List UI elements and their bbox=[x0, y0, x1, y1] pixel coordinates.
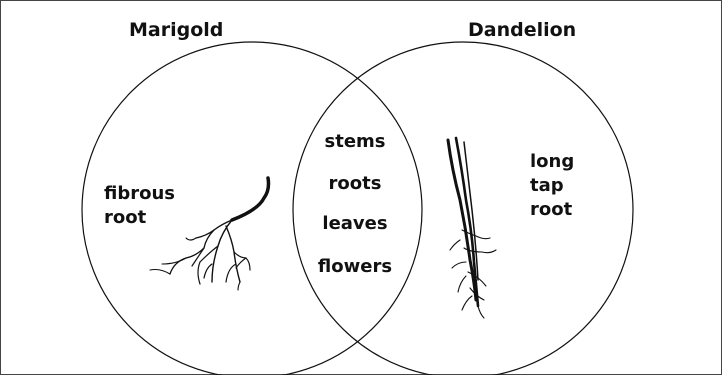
marigold-unique-line: root bbox=[104, 206, 175, 230]
marigold-unique-line: fibrous bbox=[104, 182, 175, 206]
dandelion-unique-line: tap bbox=[530, 174, 574, 198]
dandelion-unique-line: long bbox=[530, 150, 574, 174]
shared-trait-roots: roots bbox=[310, 172, 400, 196]
dandelion-unique-list: long tap root bbox=[530, 150, 574, 222]
dandelion-title: Dandelion bbox=[468, 18, 576, 42]
marigold-title: Marigold bbox=[129, 18, 223, 42]
marigold-unique-list: fibrous root bbox=[104, 182, 175, 230]
shared-trait-stems: stems bbox=[310, 130, 400, 154]
tap-root-drawing bbox=[448, 138, 496, 318]
dandelion-unique-line: root bbox=[530, 198, 574, 222]
shared-trait-flowers: flowers bbox=[310, 255, 400, 279]
shared-trait-leaves: leaves bbox=[310, 212, 400, 236]
